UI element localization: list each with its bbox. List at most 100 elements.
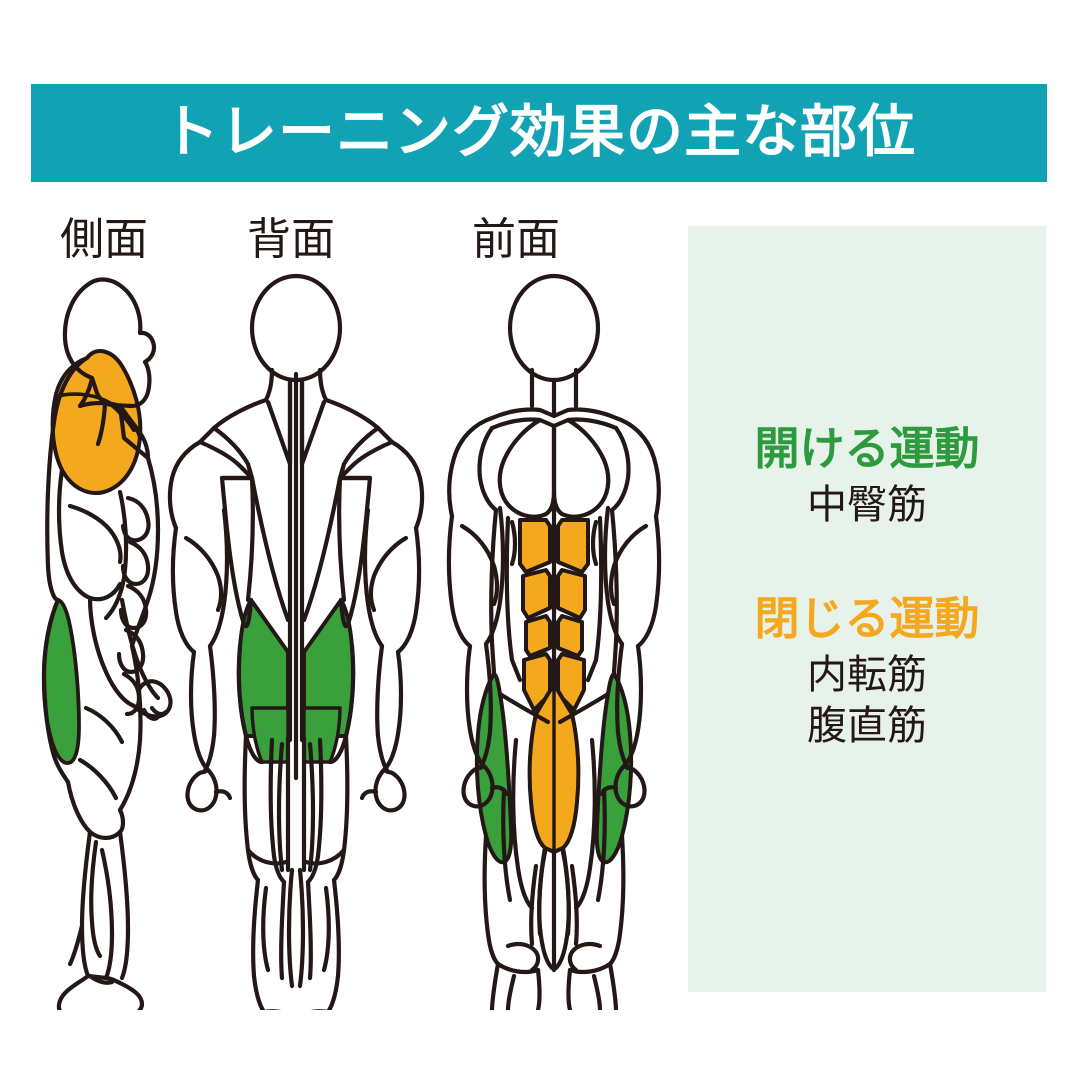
back-arm-right-outer bbox=[395, 525, 422, 655]
front-abs-r2-left bbox=[521, 568, 552, 620]
back-neck-right bbox=[317, 367, 329, 403]
front-vastus-right bbox=[595, 787, 607, 903]
front-knee-right bbox=[567, 961, 613, 975]
side-thigh-inner-2 bbox=[77, 757, 119, 801]
side-scapula-2 bbox=[95, 401, 108, 447]
back-thumb-left bbox=[213, 789, 233, 801]
back-delt-line-left bbox=[197, 439, 255, 481]
back-forearm-left-inner bbox=[201, 643, 217, 775]
front-forearm-right-inner bbox=[615, 641, 631, 771]
front-arm-left-inner bbox=[483, 505, 506, 647]
back-scapula-left bbox=[211, 425, 255, 481]
side-foot bbox=[56, 973, 145, 1010]
back-neck-left bbox=[263, 367, 275, 403]
side-achilles bbox=[67, 923, 85, 967]
front-shoulder-right bbox=[613, 415, 661, 519]
figure-back-view bbox=[167, 273, 425, 1010]
front-inguinal-right bbox=[557, 691, 611, 725]
back-gastroc-right bbox=[321, 885, 331, 973]
front-vastus-left bbox=[501, 787, 513, 903]
back-shin-center-right bbox=[297, 867, 306, 989]
back-lat-left bbox=[245, 475, 255, 603]
back-gracilis-left bbox=[276, 741, 285, 873]
legend-group-open: 開ける運動 中臀筋 bbox=[688, 422, 1046, 530]
front-adductor-line-right bbox=[553, 849, 571, 971]
side-head bbox=[62, 277, 157, 409]
back-trap-inner-left bbox=[265, 379, 293, 467]
front-arm-left-outer bbox=[446, 513, 473, 649]
back-lat-right bbox=[337, 475, 347, 603]
back-gluteus-lower-right bbox=[302, 706, 342, 764]
view-label-front: 前面 bbox=[472, 215, 560, 264]
legend-heading-close: 閉じる運動 bbox=[754, 593, 980, 644]
front-quad-left bbox=[511, 737, 535, 911]
back-trapezius-left bbox=[197, 397, 269, 445]
front-arm-right-outer bbox=[635, 513, 662, 649]
front-tibialis-right bbox=[591, 973, 603, 1010]
front-adductor-line-left bbox=[537, 849, 555, 971]
side-forearm-inner bbox=[119, 597, 161, 701]
side-fingers-1 bbox=[149, 705, 169, 717]
side-forearm bbox=[87, 595, 137, 709]
side-shin bbox=[117, 829, 131, 981]
side-shoulder-highlight bbox=[50, 349, 143, 495]
side-trapezius bbox=[77, 400, 151, 461]
side-knee bbox=[87, 807, 126, 841]
back-shin-center-left bbox=[286, 867, 295, 989]
front-knee-left bbox=[495, 961, 541, 975]
back-calf-left-outer bbox=[251, 877, 266, 1010]
front-inguinal-left bbox=[497, 691, 551, 725]
side-calf-inner bbox=[89, 839, 103, 959]
front-thigh-right-outer bbox=[607, 833, 626, 967]
front-shin-right-outer bbox=[607, 961, 619, 1010]
back-calf-inner-left bbox=[279, 879, 287, 981]
front-oblique-left bbox=[504, 515, 523, 683]
front-bicep-left bbox=[459, 523, 500, 607]
legend-heading-open: 開ける運動 bbox=[754, 423, 980, 474]
front-forearm-left-outer bbox=[464, 643, 487, 769]
front-hand-left bbox=[461, 763, 495, 809]
side-hand bbox=[131, 679, 173, 719]
front-pec-right bbox=[551, 417, 611, 519]
front-delt-line-left bbox=[477, 425, 499, 513]
back-forearm-right-inner bbox=[375, 643, 391, 775]
front-thigh-left-outer bbox=[482, 833, 501, 967]
front-clavicle bbox=[489, 407, 619, 421]
back-lat-v-right bbox=[301, 475, 343, 623]
back-gastroc-left bbox=[261, 885, 271, 973]
view-label-side: 側面 bbox=[60, 215, 148, 264]
front-patella-right bbox=[567, 941, 603, 973]
side-calf bbox=[79, 829, 93, 979]
side-thigh-back bbox=[65, 779, 93, 835]
side-upper-arm bbox=[56, 467, 123, 602]
back-hamstring-right bbox=[305, 737, 324, 885]
front-hand-right bbox=[613, 763, 647, 809]
back-hand-left bbox=[185, 767, 219, 813]
front-quad-right bbox=[573, 737, 597, 911]
back-forearm-left-outer bbox=[188, 649, 211, 773]
front-abs-r1-right bbox=[556, 518, 590, 574]
page-title: トレーニング効果の主な部位 bbox=[162, 99, 916, 164]
front-abs-r3-right bbox=[556, 614, 584, 658]
legend-muscle-gluteus-medius: 中臀筋 bbox=[807, 483, 927, 528]
back-trapezius-right bbox=[323, 397, 395, 445]
front-shin-left-outer bbox=[489, 961, 501, 1010]
back-thigh-left-outer bbox=[242, 733, 261, 883]
front-arm-right-inner bbox=[602, 505, 625, 647]
side-thigh-inner-1 bbox=[83, 705, 125, 745]
front-tibialis-left bbox=[505, 973, 517, 1010]
legend-muscle-adductor: 内転筋 bbox=[807, 653, 927, 698]
side-ribs-2 bbox=[120, 539, 151, 587]
back-delt-line-right bbox=[337, 439, 395, 481]
front-inner-left bbox=[529, 863, 539, 947]
back-hand-right bbox=[373, 767, 407, 813]
back-thigh-right-outer bbox=[331, 733, 350, 883]
back-arm-right-inner bbox=[362, 507, 385, 649]
back-tricep-left bbox=[183, 535, 224, 613]
back-tricep-right bbox=[368, 535, 409, 613]
back-knee-left bbox=[245, 847, 289, 866]
front-abs-r2-right bbox=[556, 568, 587, 620]
legend-group-close: 閉じる運動 内転筋 腹直筋 bbox=[688, 592, 1046, 751]
front-calf-inner-right bbox=[566, 967, 573, 1010]
side-thigh-front bbox=[117, 643, 143, 813]
